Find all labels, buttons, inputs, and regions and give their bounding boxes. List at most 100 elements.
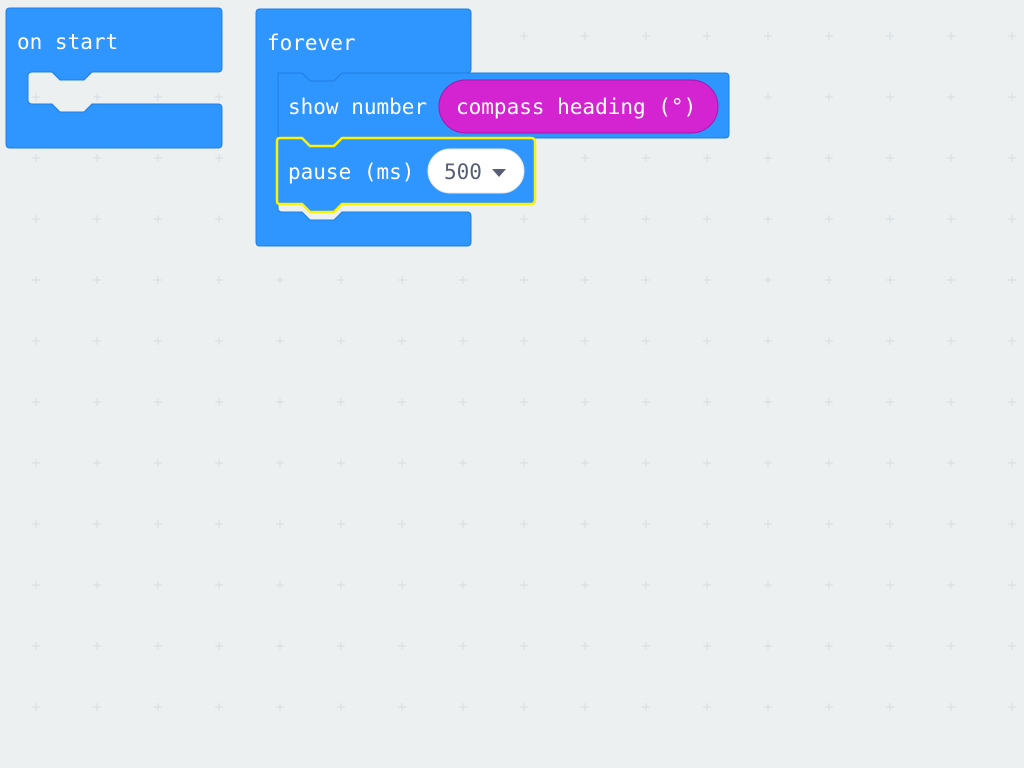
grid-plus-mark: [337, 337, 345, 345]
on-start-block[interactable]: on start: [5, 7, 223, 149]
grid-plus-mark: [764, 703, 772, 711]
grid-plus-mark: [32, 154, 40, 162]
grid-plus-mark: [276, 581, 284, 589]
grid-plus-mark: [154, 276, 162, 284]
grid-plus-mark: [93, 398, 101, 406]
grid-plus-mark: [32, 459, 40, 467]
compass-heading-block[interactable]: compass heading (°): [438, 79, 719, 134]
grid-plus-mark: [947, 93, 955, 101]
grid-plus-mark: [154, 642, 162, 650]
grid-plus-mark: [947, 398, 955, 406]
grid-plus-mark: [764, 581, 772, 589]
show-number-block[interactable]: show number compass heading (°): [277, 72, 730, 147]
grid-plus-mark: [581, 337, 589, 345]
grid-plus-mark: [398, 398, 406, 406]
grid-plus-mark: [154, 520, 162, 528]
grid-plus-mark: [764, 642, 772, 650]
grid-plus-mark: [703, 215, 711, 223]
pause-label: pause (ms): [288, 160, 414, 184]
grid-plus-mark: [703, 581, 711, 589]
grid-plus-mark: [947, 276, 955, 284]
grid-plus-mark: [581, 581, 589, 589]
grid-plus-mark: [520, 581, 528, 589]
grid-plus-mark: [1008, 276, 1016, 284]
grid-plus-mark: [32, 581, 40, 589]
grid-plus-mark: [93, 703, 101, 711]
grid-plus-mark: [398, 520, 406, 528]
on-start-block-body: [5, 7, 223, 149]
grid-plus-mark: [398, 459, 406, 467]
grid-plus-mark: [764, 154, 772, 162]
grid-plus-mark: [886, 337, 894, 345]
grid-plus-mark: [520, 398, 528, 406]
grid-plus-mark: [1008, 581, 1016, 589]
grid-plus-mark: [764, 459, 772, 467]
pause-duration-value: 500: [444, 160, 482, 184]
grid-plus-mark: [93, 215, 101, 223]
grid-plus-mark: [215, 337, 223, 345]
pause-duration-dropdown[interactable]: 500: [427, 148, 525, 194]
grid-plus-mark: [93, 154, 101, 162]
grid-plus-mark: [32, 703, 40, 711]
grid-plus-mark: [886, 215, 894, 223]
grid-plus-mark: [337, 703, 345, 711]
caret-down-icon: [492, 169, 506, 177]
grid-plus-mark: [703, 642, 711, 650]
grid-plus-mark: [825, 276, 833, 284]
grid-plus-mark: [703, 32, 711, 40]
forever-block[interactable]: forever: [255, 8, 472, 247]
grid-plus-mark: [886, 703, 894, 711]
grid-plus-mark: [520, 337, 528, 345]
grid-plus-mark: [32, 398, 40, 406]
grid-plus-mark: [642, 520, 650, 528]
grid-plus-mark: [1008, 93, 1016, 101]
grid-plus-mark: [154, 581, 162, 589]
grid-plus-mark: [337, 581, 345, 589]
grid-plus-mark: [215, 459, 223, 467]
grid-plus-mark: [825, 520, 833, 528]
grid-plus-mark: [398, 642, 406, 650]
grid-plus-mark: [825, 93, 833, 101]
compass-heading-block-body: [438, 79, 719, 134]
grid-plus-mark: [703, 398, 711, 406]
grid-plus-mark: [581, 459, 589, 467]
grid-plus-mark: [215, 398, 223, 406]
grid-plus-mark: [215, 703, 223, 711]
grid-plus-mark: [886, 93, 894, 101]
grid-plus-mark: [32, 93, 40, 101]
grid-plus-mark: [1008, 337, 1016, 345]
grid-plus-mark: [459, 642, 467, 650]
grid-plus-mark: [154, 459, 162, 467]
grid-plus-mark: [520, 642, 528, 650]
show-number-label: show number: [288, 95, 427, 119]
grid-plus-mark: [1008, 703, 1016, 711]
grid-plus-mark: [1008, 215, 1016, 223]
grid-plus-mark: [642, 703, 650, 711]
grid-plus-mark: [459, 581, 467, 589]
grid-plus-mark: [703, 276, 711, 284]
grid-plus-mark: [581, 276, 589, 284]
grid-plus-mark: [32, 337, 40, 345]
grid-plus-mark: [642, 337, 650, 345]
grid-plus-mark: [886, 32, 894, 40]
compass-heading-label: compass heading (°): [456, 95, 696, 119]
grid-plus-mark: [642, 581, 650, 589]
grid-plus-mark: [32, 520, 40, 528]
grid-plus-mark: [947, 337, 955, 345]
grid-plus-mark: [581, 703, 589, 711]
grid-plus-mark: [886, 520, 894, 528]
grid-plus-mark: [581, 642, 589, 650]
grid-plus-mark: [398, 581, 406, 589]
grid-plus-mark: [276, 703, 284, 711]
grid-plus-mark: [947, 703, 955, 711]
grid-plus-mark: [642, 215, 650, 223]
grid-plus-mark: [459, 276, 467, 284]
grid-plus-mark: [764, 398, 772, 406]
on-start-label: on start: [17, 30, 118, 54]
grid-plus-mark: [947, 581, 955, 589]
pause-block[interactable]: pause (ms) 500: [275, 136, 537, 214]
grid-plus-mark: [93, 337, 101, 345]
grid-plus-mark: [276, 459, 284, 467]
pause-duration-field: [427, 148, 525, 194]
